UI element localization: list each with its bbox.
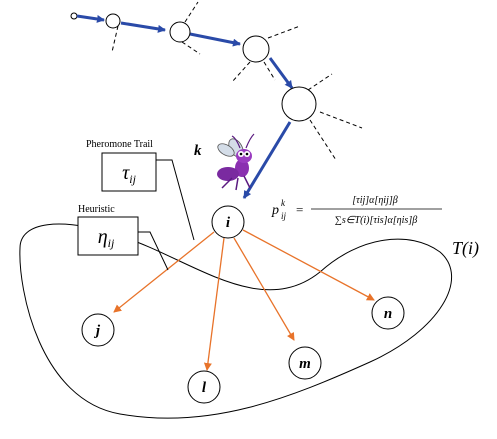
pheromone-box xyxy=(101,152,157,192)
pheromone-symbol: τij xyxy=(122,162,137,186)
neighborhood-label: T(i) xyxy=(452,238,479,259)
ant-path xyxy=(76,14,294,199)
heuristic-connector xyxy=(138,231,169,271)
svg-text:p: p xyxy=(271,203,279,218)
heuristic-box xyxy=(77,216,139,256)
node-m-label: m xyxy=(299,356,311,372)
visited-nodes xyxy=(105,13,317,122)
heuristic-symbol: ηij xyxy=(98,226,115,250)
node-n-label: n xyxy=(384,306,392,322)
pheromone-trail-label: Pheromone Trail xyxy=(86,139,153,150)
ant-label: k xyxy=(194,143,202,159)
path-start-dot xyxy=(70,12,78,20)
pheromone-connector xyxy=(156,159,195,241)
node-l xyxy=(187,370,221,404)
visited-node-1 xyxy=(105,13,121,29)
node-m xyxy=(288,346,322,380)
candidate-edges xyxy=(113,229,375,371)
node-j xyxy=(81,313,115,347)
visited-node-3 xyxy=(242,35,270,63)
heuristic-label: Heuristic xyxy=(78,204,115,215)
node-n xyxy=(371,296,405,330)
formula-denominator: ∑s∈T(i)[τis]α[ηis]β xyxy=(335,215,417,226)
node-l-label: l xyxy=(202,380,207,396)
ant-icon xyxy=(217,133,255,191)
probability-formula: p k ij = [τij]α[ηij]β ∑s∈T(i)[τis]α[ηis]… xyxy=(271,195,442,226)
visited-node-4 xyxy=(281,86,317,122)
visited-node-2 xyxy=(169,21,191,43)
node-j-label: j xyxy=(94,323,101,339)
unexplored-edges xyxy=(111,1,363,161)
svg-text:k: k xyxy=(281,198,286,208)
neighborhood-boundary xyxy=(19,223,452,419)
node-i xyxy=(211,205,245,239)
formula-numerator: [τij]α[ηij]β xyxy=(352,195,397,206)
svg-text:ij: ij xyxy=(281,211,287,221)
svg-text:=: = xyxy=(296,202,303,217)
node-i-label: i xyxy=(226,215,231,231)
